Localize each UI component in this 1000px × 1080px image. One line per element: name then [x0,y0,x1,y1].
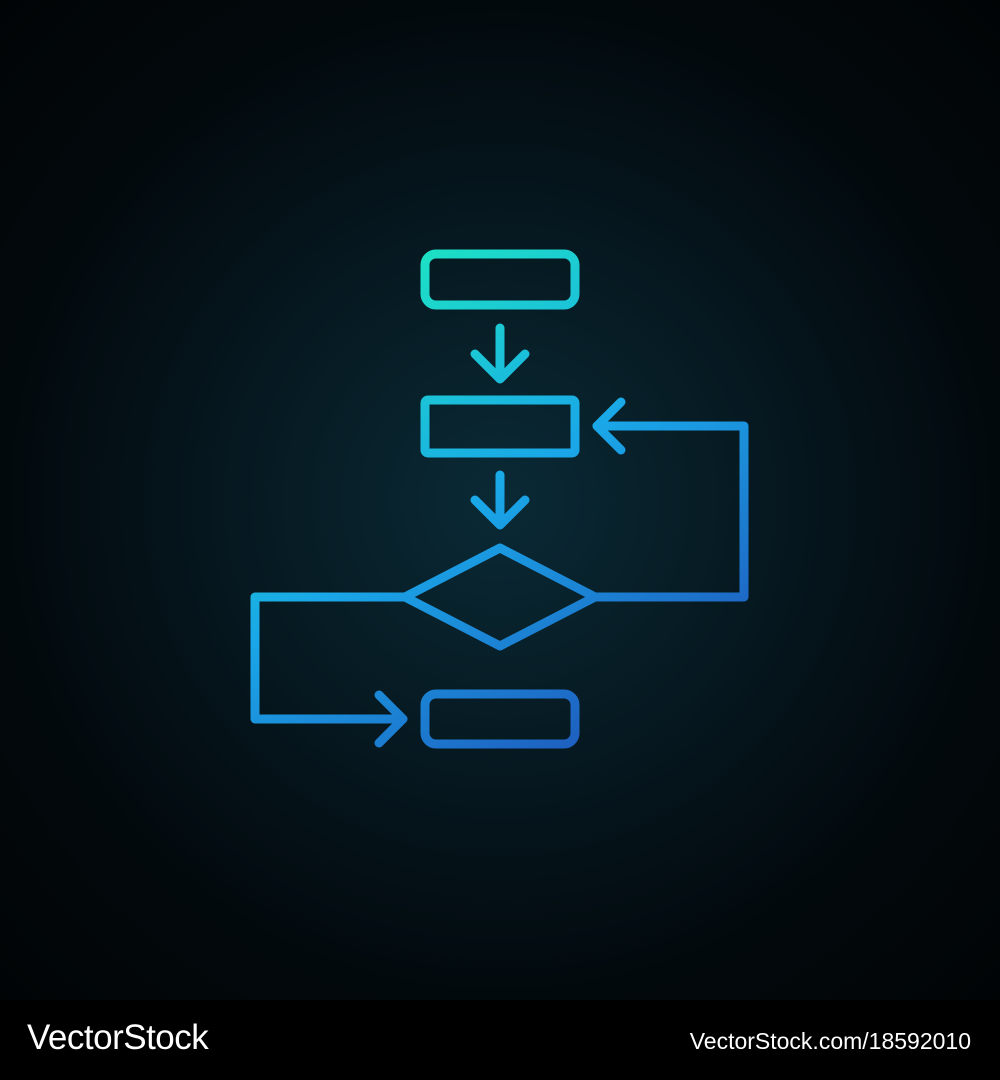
end-node [420,689,580,749]
image-reference: VectorStock.com/18592010 [689,1028,971,1054]
illustration-canvas [0,0,1000,1000]
process-node [420,395,580,458]
watermark-footer: VectorStock VectorStock.com/18592010 [0,1000,1000,1080]
arrow-decision-loop-to-process [590,397,749,602]
arrow-process-to-decision [470,470,530,530]
flowchart-icon [250,249,749,749]
brand-logo: VectorStock [27,1018,209,1057]
arrow-start-to-process [470,323,530,384]
decision-node [400,543,600,651]
start-node [420,249,580,310]
arrow-decision-to-end [250,592,410,748]
